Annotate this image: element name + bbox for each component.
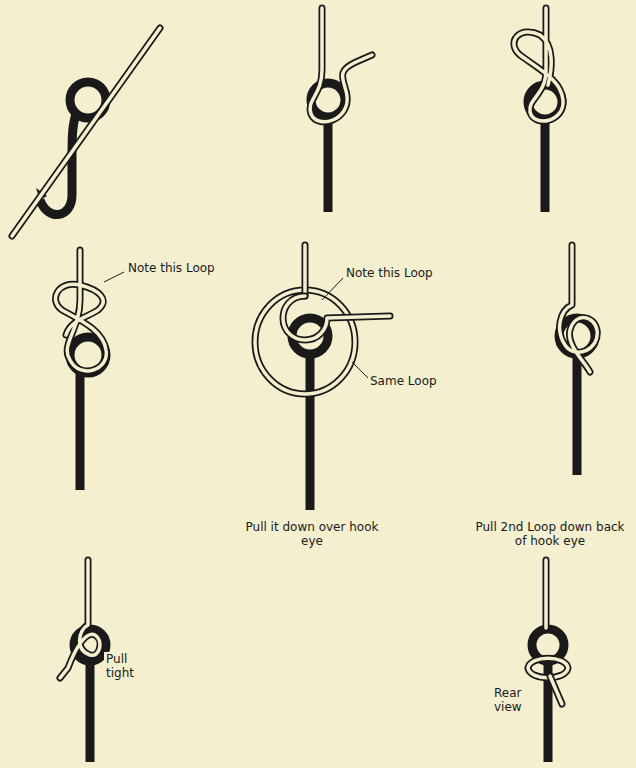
callout-label: Note this Loop <box>344 266 435 280</box>
fishing-line <box>12 28 160 236</box>
fish-hook <box>70 337 106 490</box>
fishing-line <box>60 560 100 678</box>
fishing-line <box>56 250 107 371</box>
view-caption: Rear view <box>492 686 540 715</box>
fish-hook <box>311 83 345 212</box>
callout-label: Same Loop <box>368 374 439 388</box>
leader-line <box>104 272 124 282</box>
leader-line <box>322 278 343 300</box>
step-caption: Pull tight <box>104 652 148 681</box>
fish-hook <box>292 318 328 510</box>
leader-line <box>352 362 368 378</box>
fishing-line <box>560 245 598 372</box>
step-caption: Pull 2nd Loop down back of hook eye <box>468 520 632 549</box>
fishing-line <box>514 8 563 121</box>
fishing-line <box>310 8 372 122</box>
fishing-line <box>528 560 568 704</box>
callout-label: Note this Loop <box>126 261 217 275</box>
step-caption: Pull it down over hook eye <box>240 520 384 549</box>
